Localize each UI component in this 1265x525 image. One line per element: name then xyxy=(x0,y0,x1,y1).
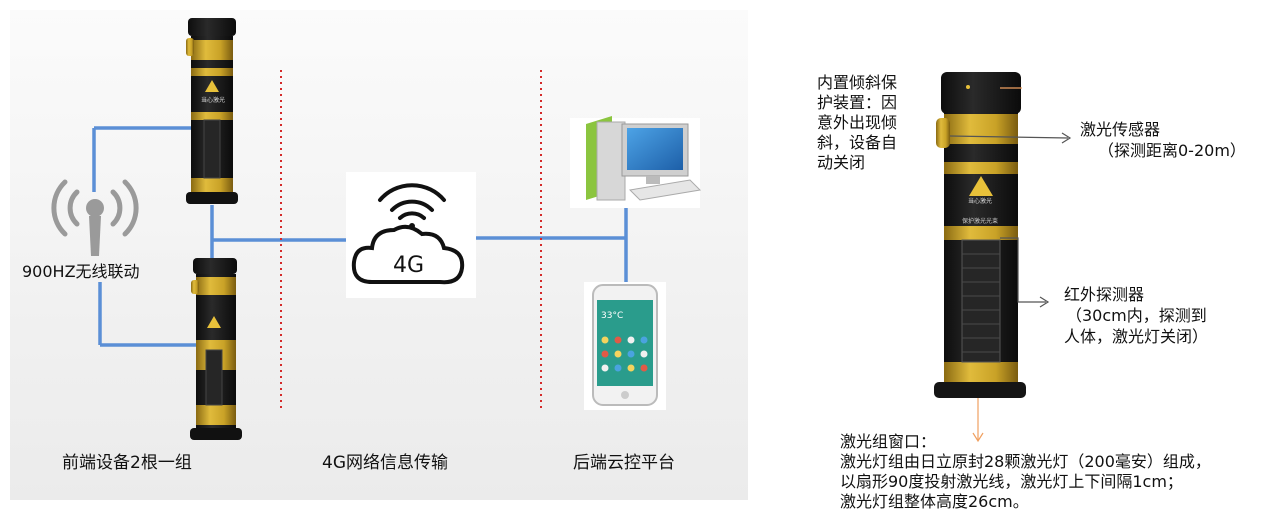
section-dividers xyxy=(280,70,542,410)
arrow-laser-window xyxy=(972,432,984,443)
tilt-protection-note: 内置倾斜保 护装置：因 意外出现倾 斜，设备自 动关闭 xyxy=(817,73,897,173)
section-label-front-end: 前端设备2根一组 xyxy=(62,453,192,473)
laser-window-line: 激光组窗口： xyxy=(840,432,937,451)
arrow-laser-sensor xyxy=(1061,132,1072,144)
ir-detector-title: 红外探测器 xyxy=(1064,285,1145,304)
tilt-note-line: 斜，设备自 xyxy=(817,133,898,152)
desktop-pc-icon xyxy=(570,116,702,208)
section-label-network: 4G网络信息传输 xyxy=(322,453,448,473)
tilt-note-line: 护装置：因 xyxy=(817,93,898,112)
annotation-leaders xyxy=(949,87,1072,443)
wireless-link-label: 900HZ无线联动 xyxy=(22,262,140,281)
arrow-ir-detector xyxy=(1039,296,1050,308)
network-links xyxy=(92,126,628,347)
laser-window-line: 激光灯组由日立原封28颗激光灯（200毫安）组成， xyxy=(840,452,1211,471)
phone-temperature: 33°C xyxy=(601,311,623,321)
laser-sensor-range: （探测距离0-20m） xyxy=(1098,141,1246,160)
device-protect-text-large: 保护激光光束 xyxy=(962,218,999,225)
cloud-4g-icon xyxy=(346,172,476,298)
laser-post-device-top xyxy=(186,18,238,204)
laser-window-line: 以扇形90度投射激光线，激光灯上下间隔1cm； xyxy=(840,472,1183,491)
tilt-note-line: 内置倾斜保 xyxy=(817,73,898,92)
device-warning-text-large: 当心激光 xyxy=(968,198,993,205)
leader-laser-sensor xyxy=(949,135,1069,139)
laser-post-device-large xyxy=(934,72,1026,398)
laser-window-line: 激光灯组整体高度26cm。 xyxy=(840,492,1029,511)
smartphone-icon: 33°C xyxy=(584,282,666,410)
laser-window-note: 激光组窗口： 激光灯组由日立原封28颗激光灯（200毫安）组成， 以扇形90度投… xyxy=(840,432,1211,512)
wireless-antenna-icon xyxy=(51,179,139,256)
ir-detector-desc-2: 人体，激光灯关闭） xyxy=(1064,327,1209,346)
cloud-label: 4G xyxy=(393,253,425,278)
laser-post-device-bottom xyxy=(190,258,242,440)
ir-detector-desc-1: （30cm内，探测到 xyxy=(1066,306,1207,325)
device-warning-text: 当心激光 xyxy=(201,97,226,104)
leader-ir-detector xyxy=(1000,237,1046,303)
section-label-cloud-platform: 后端云控平台 xyxy=(573,453,675,473)
tilt-note-line: 意外出现倾 xyxy=(817,113,898,132)
tilt-note-line: 动关闭 xyxy=(817,153,866,172)
laser-sensor-title: 激光传感器 xyxy=(1080,120,1161,139)
